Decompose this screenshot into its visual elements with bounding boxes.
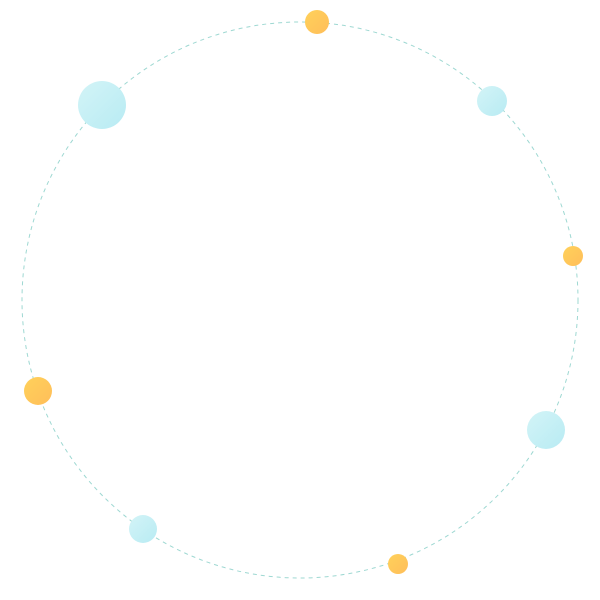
blue-dot-bottom-left	[129, 515, 157, 543]
blue-dot-lower-right	[527, 411, 565, 449]
orange-dot-right	[563, 246, 583, 266]
orbit-ring	[21, 21, 579, 579]
orange-dot-left	[24, 377, 52, 405]
blue-dot-top-right	[477, 86, 507, 116]
orange-dot-top	[305, 10, 329, 34]
orbit-dots	[24, 10, 583, 574]
blue-dot-top-left	[78, 81, 126, 129]
orange-dot-bottom	[388, 554, 408, 574]
